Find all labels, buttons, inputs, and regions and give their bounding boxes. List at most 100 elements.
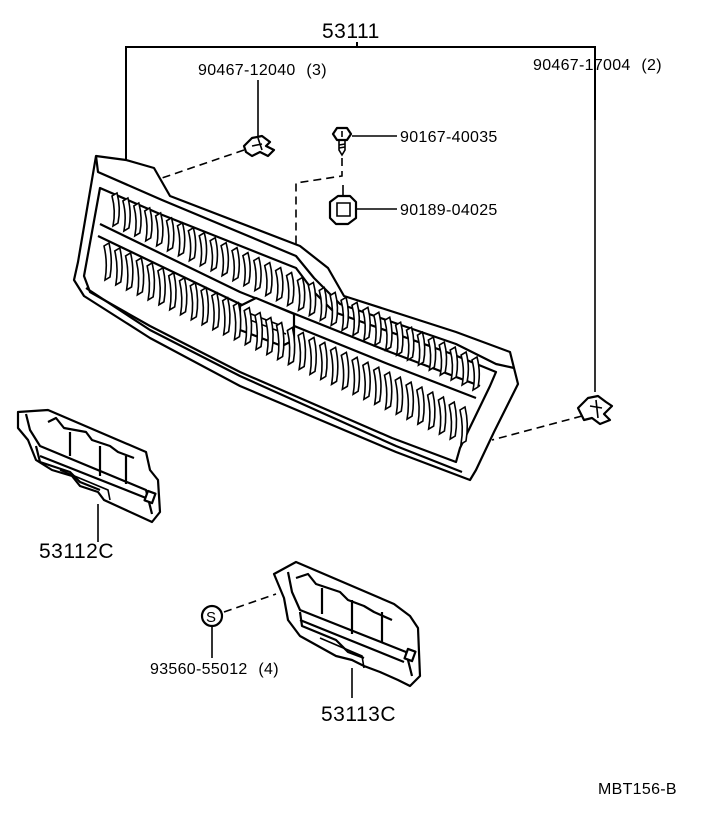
grille-slat <box>427 335 437 372</box>
clip-left-qty: (3) <box>306 62 326 79</box>
grille-slat <box>351 301 361 337</box>
grille-slat <box>383 316 393 352</box>
grille-part-number[interactable]: 53111 <box>322 20 380 43</box>
grille-slat <box>176 221 186 258</box>
grille-slats-lower <box>103 241 469 446</box>
clip-right-icon[interactable] <box>576 394 614 426</box>
grille-slat <box>372 311 382 347</box>
grille-slat <box>460 350 470 387</box>
grille-slat <box>143 206 153 243</box>
grille-slat <box>111 191 121 228</box>
grille-slat <box>209 236 219 273</box>
grille-slat <box>318 341 328 381</box>
grille-slat <box>307 281 317 318</box>
grille-slat <box>329 291 339 328</box>
grille-slat <box>275 321 285 362</box>
grille-slat <box>405 380 415 421</box>
callout-clip-right: 90467-17004 (2) <box>533 57 662 392</box>
svg-text:90467-12040 (3): 90467-12040 (3) <box>198 62 327 79</box>
clip-s-part-number[interactable]: 93560-55012 <box>150 661 248 678</box>
grille-slat <box>340 351 350 391</box>
grille-slat <box>187 226 197 263</box>
grille-slat <box>221 296 231 337</box>
screw-icon[interactable] <box>331 126 353 157</box>
grille-slat <box>285 271 295 308</box>
grille-slat <box>135 256 145 297</box>
svg-text:90467-17004 (2): 90467-17004 (2) <box>533 57 662 74</box>
grille-slat <box>157 266 167 307</box>
grille-slat <box>241 251 251 288</box>
diagram-code: MBT156-B <box>598 781 677 798</box>
clip-left-leader <box>161 149 245 179</box>
grille-slat <box>448 400 458 441</box>
bracket-right[interactable] <box>272 560 422 688</box>
grille-slat <box>165 216 175 253</box>
clip-right-leader <box>491 415 583 441</box>
grille-slat <box>437 395 447 436</box>
grille-slat <box>189 281 199 322</box>
clip-s-leader <box>223 593 277 613</box>
bracket-left-part-number[interactable]: 53112C <box>39 540 114 563</box>
grille-slat <box>459 405 469 446</box>
grille-slat <box>415 385 425 426</box>
grille-slat <box>232 301 242 342</box>
grille-slat <box>286 326 296 367</box>
grille-slat <box>394 320 404 357</box>
grille-slat <box>200 286 210 327</box>
callout-53111: 53111 <box>125 20 596 160</box>
grille-slat <box>405 325 415 362</box>
callout-clip-s: 93560-55012 (4) <box>150 627 279 678</box>
clip-right-part-number[interactable]: 90467-17004 <box>533 57 631 74</box>
nut-part-number[interactable]: 90189-04025 <box>400 202 498 219</box>
grille-slat <box>198 231 208 268</box>
grille-slat <box>113 246 123 287</box>
callout-bracket-left: 53112C <box>39 504 114 563</box>
grille-slat <box>121 196 131 233</box>
radiator-grille[interactable] <box>72 154 520 482</box>
callout-bracket-right: 53113C <box>321 668 396 726</box>
callout-clip-left: 90467-12040 (3) <box>198 62 327 136</box>
grille-slat <box>308 336 318 377</box>
grille-slat <box>438 340 448 377</box>
grille-slat <box>146 261 156 302</box>
grille-slats-upper <box>111 191 481 392</box>
grille-slat <box>329 346 339 386</box>
grille-slat <box>372 365 382 406</box>
grille-slat <box>243 306 253 347</box>
grille-slat <box>351 356 361 396</box>
callout-screw: 90167-40035 <box>352 129 498 146</box>
grille-slat <box>254 311 264 352</box>
grille-slat <box>178 276 188 317</box>
clip-left-icon[interactable] <box>242 134 276 158</box>
grille-slat <box>220 241 230 278</box>
bracket-left[interactable] <box>16 408 162 524</box>
grille-slat <box>124 251 134 292</box>
clip-right-qty: (2) <box>641 57 661 74</box>
grille-slat <box>426 390 436 431</box>
grille-slat <box>318 286 328 323</box>
grille-slat <box>167 271 177 312</box>
grille-slat <box>132 201 142 238</box>
clip-s-symbol: S <box>206 609 216 626</box>
grille-slat <box>383 370 393 411</box>
grille-slat <box>154 211 164 248</box>
grille-slat <box>340 296 350 332</box>
grille-slat <box>252 256 262 293</box>
grille-slat <box>210 291 220 332</box>
grille-slat <box>263 261 273 298</box>
grille-slat <box>264 316 274 357</box>
screw-leader <box>295 158 343 262</box>
grille-slat <box>274 266 284 303</box>
nut-icon[interactable] <box>328 185 358 226</box>
grille-slat <box>297 331 307 372</box>
grille-slat <box>416 330 426 367</box>
bracket-right-part-number[interactable]: 53113C <box>321 703 396 726</box>
grille-slat <box>103 241 113 282</box>
svg-text:93560-55012 (4): 93560-55012 (4) <box>150 661 279 678</box>
clip-left-part-number[interactable]: 90467-12040 <box>198 62 296 79</box>
clip-s-icon[interactable]: S <box>200 604 224 628</box>
grille-slat <box>296 276 306 313</box>
callout-nut: 90189-04025 <box>357 202 498 219</box>
grille-slat <box>394 375 404 416</box>
screw-part-number[interactable]: 90167-40035 <box>400 129 498 146</box>
